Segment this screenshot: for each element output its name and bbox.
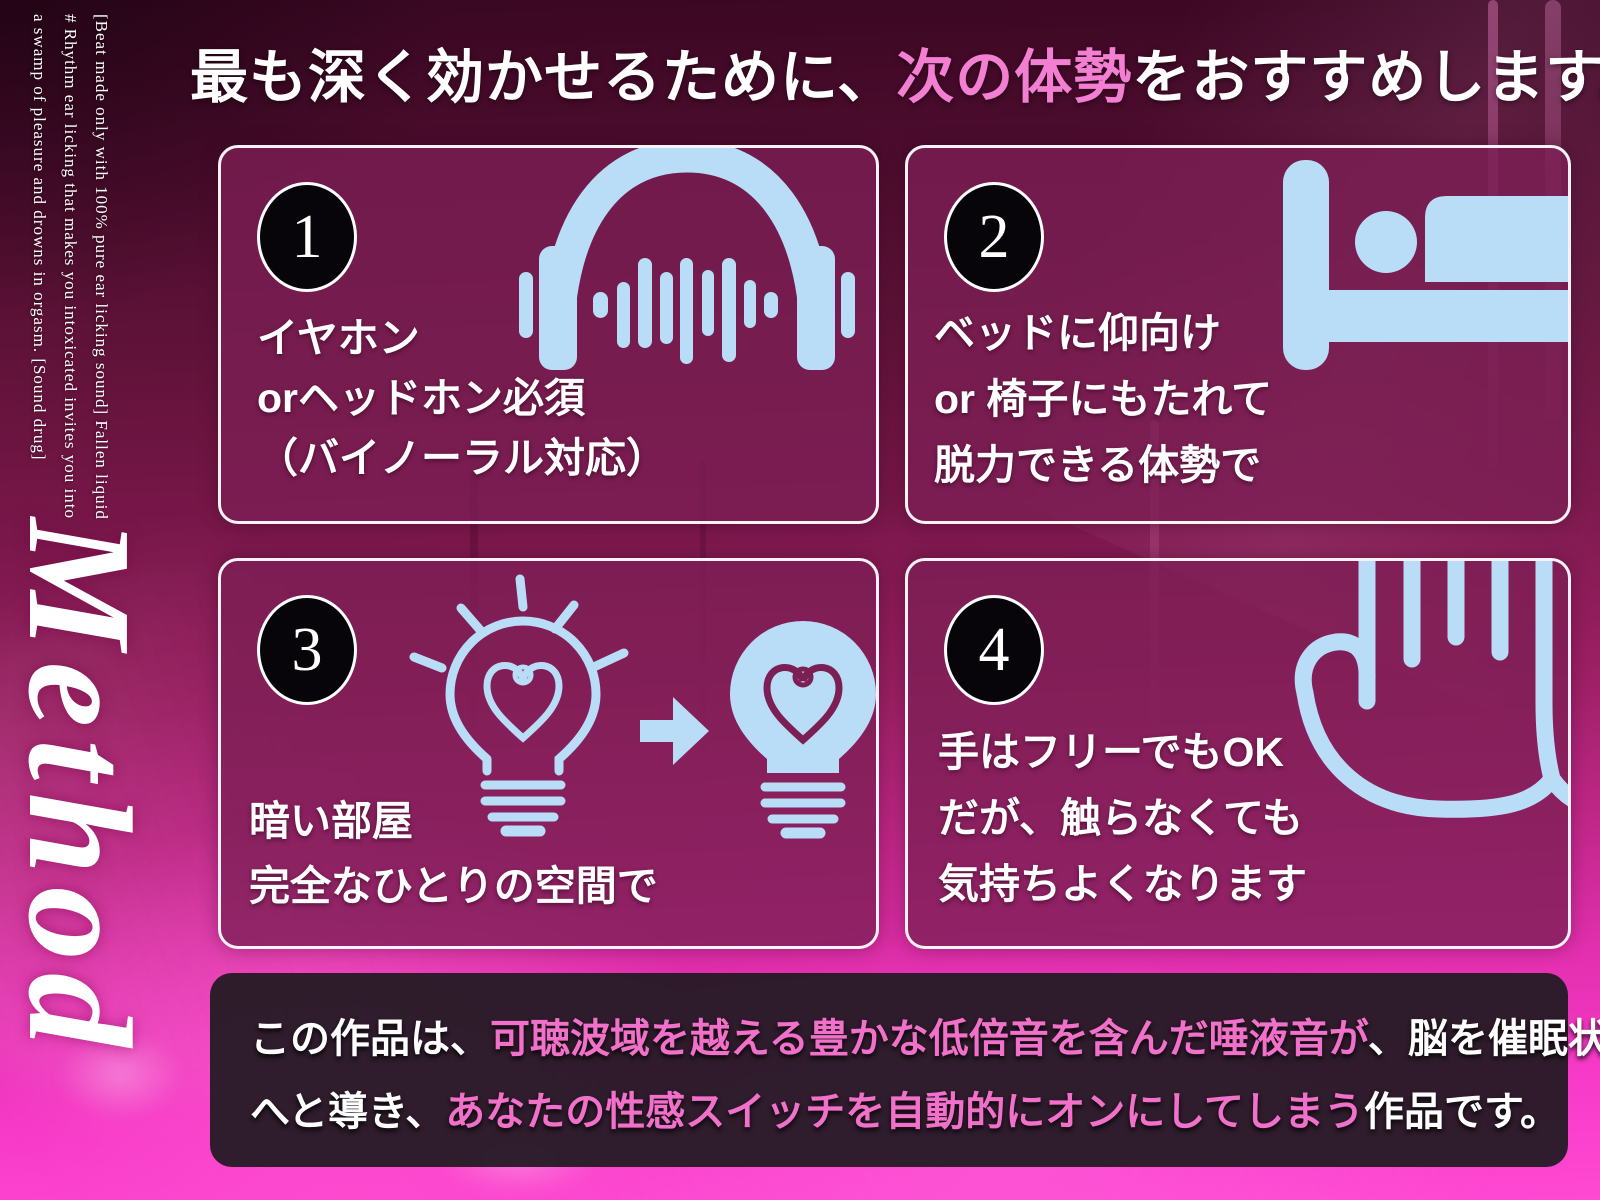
- title-prefix: 最も深く効かせるために、: [190, 45, 897, 110]
- card-number-badge: 3: [257, 595, 357, 705]
- card-number: 4: [978, 615, 1010, 684]
- card-line: or 椅子にもたれて: [934, 376, 1273, 422]
- card-number: 3: [291, 615, 323, 684]
- title-suffix: をおすすめします。: [1132, 45, 1600, 110]
- card-line: イヤホン: [257, 315, 420, 361]
- card-number: 1: [291, 202, 323, 271]
- method-heading: Method: [0, 518, 161, 1059]
- card-number-badge: 1: [257, 182, 357, 292]
- vertical-tagline: [Beat made only with 100% pure ear licki…: [24, 14, 117, 559]
- card-line: 手はフリーでもOK: [938, 729, 1285, 775]
- card-text: 暗い部屋 完全なひとりの空間で: [249, 789, 658, 919]
- card-dark-room: 3 暗い部屋 完全なひとりの空間で: [218, 558, 879, 949]
- lightbulb-on-off-icon: [409, 574, 876, 839]
- lightbulb-off-icon: [730, 621, 876, 839]
- footer-line: この作品は、可聴波域を越える豊かな低倍音を含んだ唾液音が、脳を催眠状態: [250, 1003, 1600, 1076]
- footer-segment: 作品です。: [1364, 1090, 1561, 1134]
- headphones-icon: [519, 148, 855, 370]
- card-text: イヤホン orヘッドホン必須 （バイノーラル対応）: [257, 308, 667, 488]
- card-line: 暗い部屋: [249, 798, 413, 844]
- card-text: ベッドに仰向け or 椅子にもたれて 脱力できる体勢で: [934, 300, 1272, 498]
- card-line: 脱力できる体勢で: [934, 442, 1262, 488]
- lightbulb-on-icon: [409, 574, 629, 837]
- card-number: 2: [978, 202, 1010, 271]
- card-line: （バイノーラル対応）: [257, 435, 667, 481]
- footer-segment-emphasis: 可聴波域を越える豊かな低倍音を含んだ唾液音が: [490, 1017, 1368, 1061]
- card-line: ベッドに仰向け: [934, 310, 1221, 356]
- footer-segment-emphasis: あなたの性感スイッチを自動的にオンにしてしまう: [445, 1090, 1365, 1134]
- tagline-line: # Rhythm ear licking that makes you into…: [61, 14, 80, 519]
- card-headphones: 1 イヤホン orヘッドホン必須 （バイノーラル対応）: [218, 145, 879, 524]
- footer-segment: この作品は、: [250, 1017, 490, 1061]
- card-line: orヘッドホン必須: [257, 375, 585, 421]
- footer-line: へと導き、あなたの性感スイッチを自動的にオンにしてしまう作品です。: [250, 1076, 1560, 1149]
- tagline-line: [Beat made only with 100% pure ear licki…: [92, 14, 111, 520]
- footer-note: この作品は、可聴波域を越える豊かな低倍音を含んだ唾液音が、脳を催眠状態 へと導き…: [210, 973, 1600, 1167]
- card-number-badge: 2: [944, 182, 1044, 292]
- footer-segment: 、脳を催眠状態: [1368, 1017, 1600, 1061]
- bed-icon: [1283, 160, 1568, 370]
- footer-segment: へと導き、: [250, 1090, 446, 1134]
- card-line: 気持ちよくなります: [938, 861, 1307, 907]
- arrow-right-icon: [640, 697, 709, 765]
- card-line: だが、触らなくても: [938, 795, 1303, 841]
- card-hands-free: 4 手はフリーでもOK だが、触らなくても 気持ちよくなります: [905, 558, 1571, 949]
- title-highlight: 次の体勢: [896, 45, 1133, 110]
- page-title: 最も深く効かせるために、次の体勢をおすすめします。: [190, 30, 1600, 114]
- tagline-line: a swamp of pleasure and drowns in orgasm…: [30, 14, 49, 461]
- card-bed: 2 ベッドに仰向け or 椅子にもたれて 脱力できる体勢で: [905, 145, 1571, 524]
- hand-icon: [1294, 561, 1568, 818]
- card-line: 完全なひとりの空間で: [249, 863, 658, 909]
- card-text: 手はフリーでもOK だが、触らなくても 気持ちよくなります: [938, 719, 1307, 917]
- card-number-badge: 4: [944, 595, 1044, 705]
